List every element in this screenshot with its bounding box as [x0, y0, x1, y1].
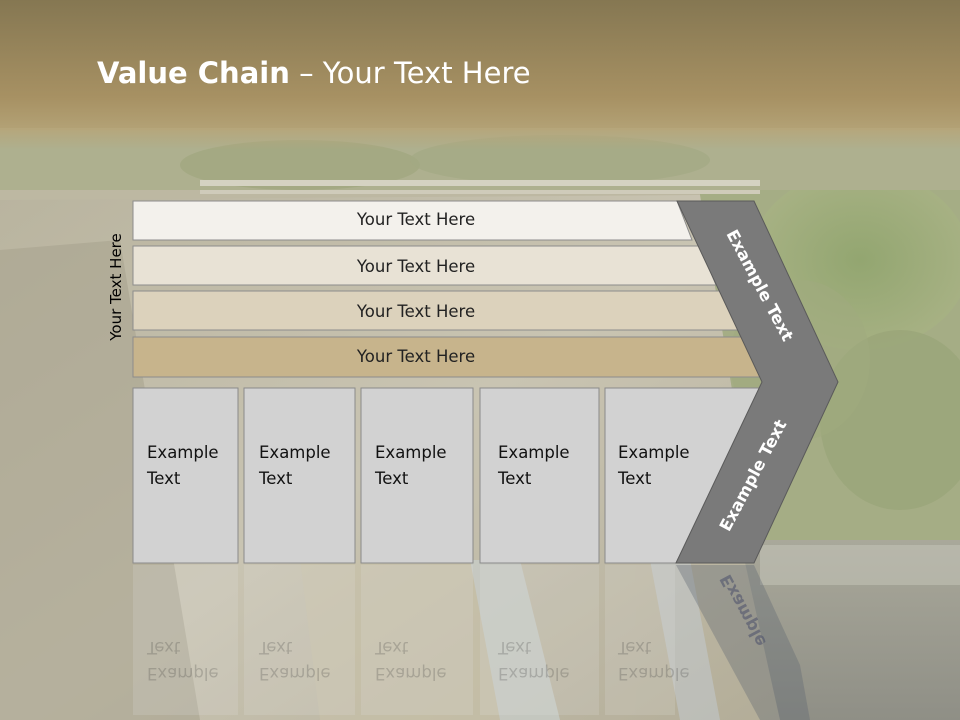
- box-text-reflection-2: Example Text: [259, 634, 331, 686]
- box-text-reflection-5: Example Text: [618, 634, 690, 686]
- bar-2-label: Your Text Here: [356, 257, 475, 276]
- box-reflection-3: [361, 565, 473, 715]
- box-reflection-4: [480, 565, 599, 715]
- reflection-line1: Example: [147, 664, 219, 683]
- box-text-line2: Text: [147, 469, 181, 488]
- boxes-reflection: [133, 565, 675, 715]
- chevron-reflection: [676, 565, 810, 720]
- reflection-line2: Text: [498, 638, 532, 657]
- slide-title: Value Chain – Your Text Here: [97, 56, 531, 90]
- activity-box-2: [243, 387, 356, 564]
- bar-1-label: Your Text Here: [356, 210, 475, 229]
- reflection-line1: Example: [498, 664, 570, 683]
- box-text-reflection-4: Example Text: [498, 634, 570, 686]
- box-text-line1: Example: [259, 443, 331, 462]
- box-text-line1: Example: [147, 443, 219, 462]
- value-chain-bar: Your Text Here: [132, 290, 740, 331]
- value-chain-bar: Your Text Here: [132, 336, 763, 378]
- reflection-line1: Example: [259, 664, 331, 683]
- box-text-line1: Example: [375, 443, 447, 462]
- reflection-line2: Text: [618, 638, 652, 657]
- activity-box-1: [132, 387, 239, 564]
- activity-box-4: [479, 387, 600, 564]
- slide-title-rest: – Your Text Here: [289, 56, 531, 90]
- bar-1-shape: [132, 200, 693, 241]
- box-reflection-2: [244, 565, 355, 715]
- reflection-line2: Text: [259, 638, 293, 657]
- reflection-line2: Text: [147, 638, 181, 657]
- box-reflection-1: [133, 565, 238, 715]
- reflection-line2: Text: [375, 638, 409, 657]
- box-text-line2: Text: [375, 469, 409, 488]
- bar-3-label: Your Text Here: [356, 302, 475, 321]
- slide-title-bold: Value Chain: [97, 56, 290, 90]
- box-text-line2: Text: [498, 469, 532, 488]
- value-chain-bar: Your Text Here: [132, 200, 693, 241]
- value-chain-bar: Your Text Here: [132, 245, 717, 286]
- activity-box-3: [360, 387, 474, 564]
- box-text-line2: Text: [618, 469, 652, 488]
- box-text-line2: Text: [259, 469, 293, 488]
- box-text-reflection-3: Example Text: [375, 634, 447, 686]
- reflection-line1: Example: [618, 664, 690, 683]
- box-text-line1: Example: [498, 443, 570, 462]
- box-text-reflection-1: Example Text: [147, 634, 219, 686]
- bar-4-label: Your Text Here: [356, 347, 475, 366]
- box-reflection-5: [605, 565, 675, 715]
- chevron-arrow: [675, 200, 839, 564]
- reflection-line1: Example: [375, 664, 447, 683]
- box-text-line1: Example: [618, 443, 690, 462]
